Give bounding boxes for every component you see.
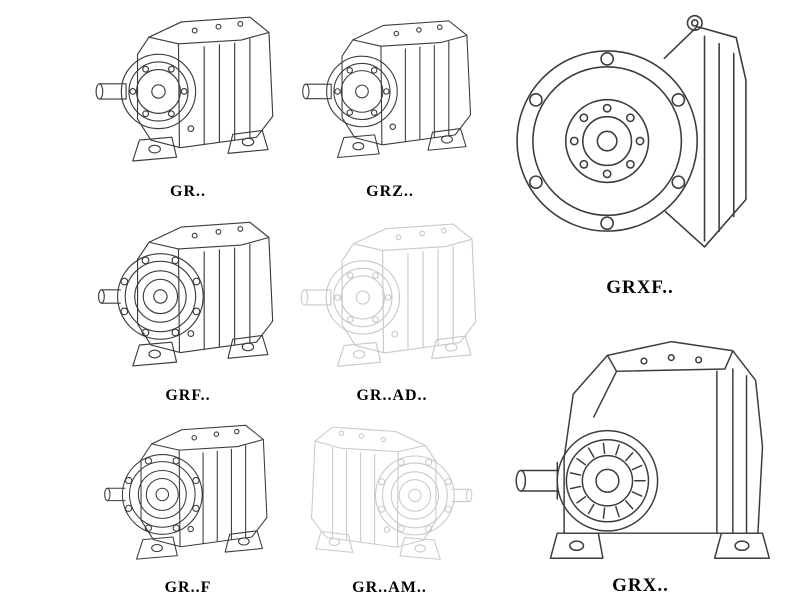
figure-gr: GR.. [88,2,288,204]
figure-grx-label: GRX.. [612,575,669,596]
gear-reducer-icon [295,2,485,180]
figure-grf: GRF.. [88,208,288,408]
figure-grx: GRX.. [498,302,783,598]
figure-gr-am: GR..AM.. [292,414,487,600]
flange-gear-reducer-icon [88,412,288,576]
gearbox-drawing-gr-am [292,414,487,576]
gearbox-drawing-grxf [500,0,780,276]
gear-reducer-ghost-icon [292,210,492,384]
figure-gr-label: GR.. [170,183,206,200]
figure-grxf-label: GRXF.. [606,277,674,298]
gearbox-drawing-grz [295,2,485,180]
gear-reducer-icon [88,2,288,180]
gearbox-drawing-gr-ad [292,210,492,384]
figure-grf-label: GRF.. [165,387,211,404]
figure-gr-ad: GR..AD.. [292,210,492,408]
gearbox-drawing-grf [88,208,288,384]
flange-gear-reducer-icon [500,0,780,276]
figure-gr-ad-label: GR..AD.. [356,387,428,404]
figure-gr-f-label: GR..F [164,579,212,596]
figure-gr-am-label: GR..AM.. [352,579,427,596]
gearbox-drawing-gr-f [88,412,288,576]
gearbox-drawing-gr [88,2,288,180]
figure-grxf: GRXF.. [500,0,780,300]
figure-gr-f: GR..F [88,412,288,600]
figure-grz-label: GRZ.. [366,183,414,200]
figure-grz: GRZ.. [295,2,485,204]
gear-reducer-icon [498,302,783,574]
gearbox-drawing-grx [498,302,783,574]
gear-reducer-ghost-icon [292,414,487,576]
flange-gear-reducer-icon [88,208,288,384]
